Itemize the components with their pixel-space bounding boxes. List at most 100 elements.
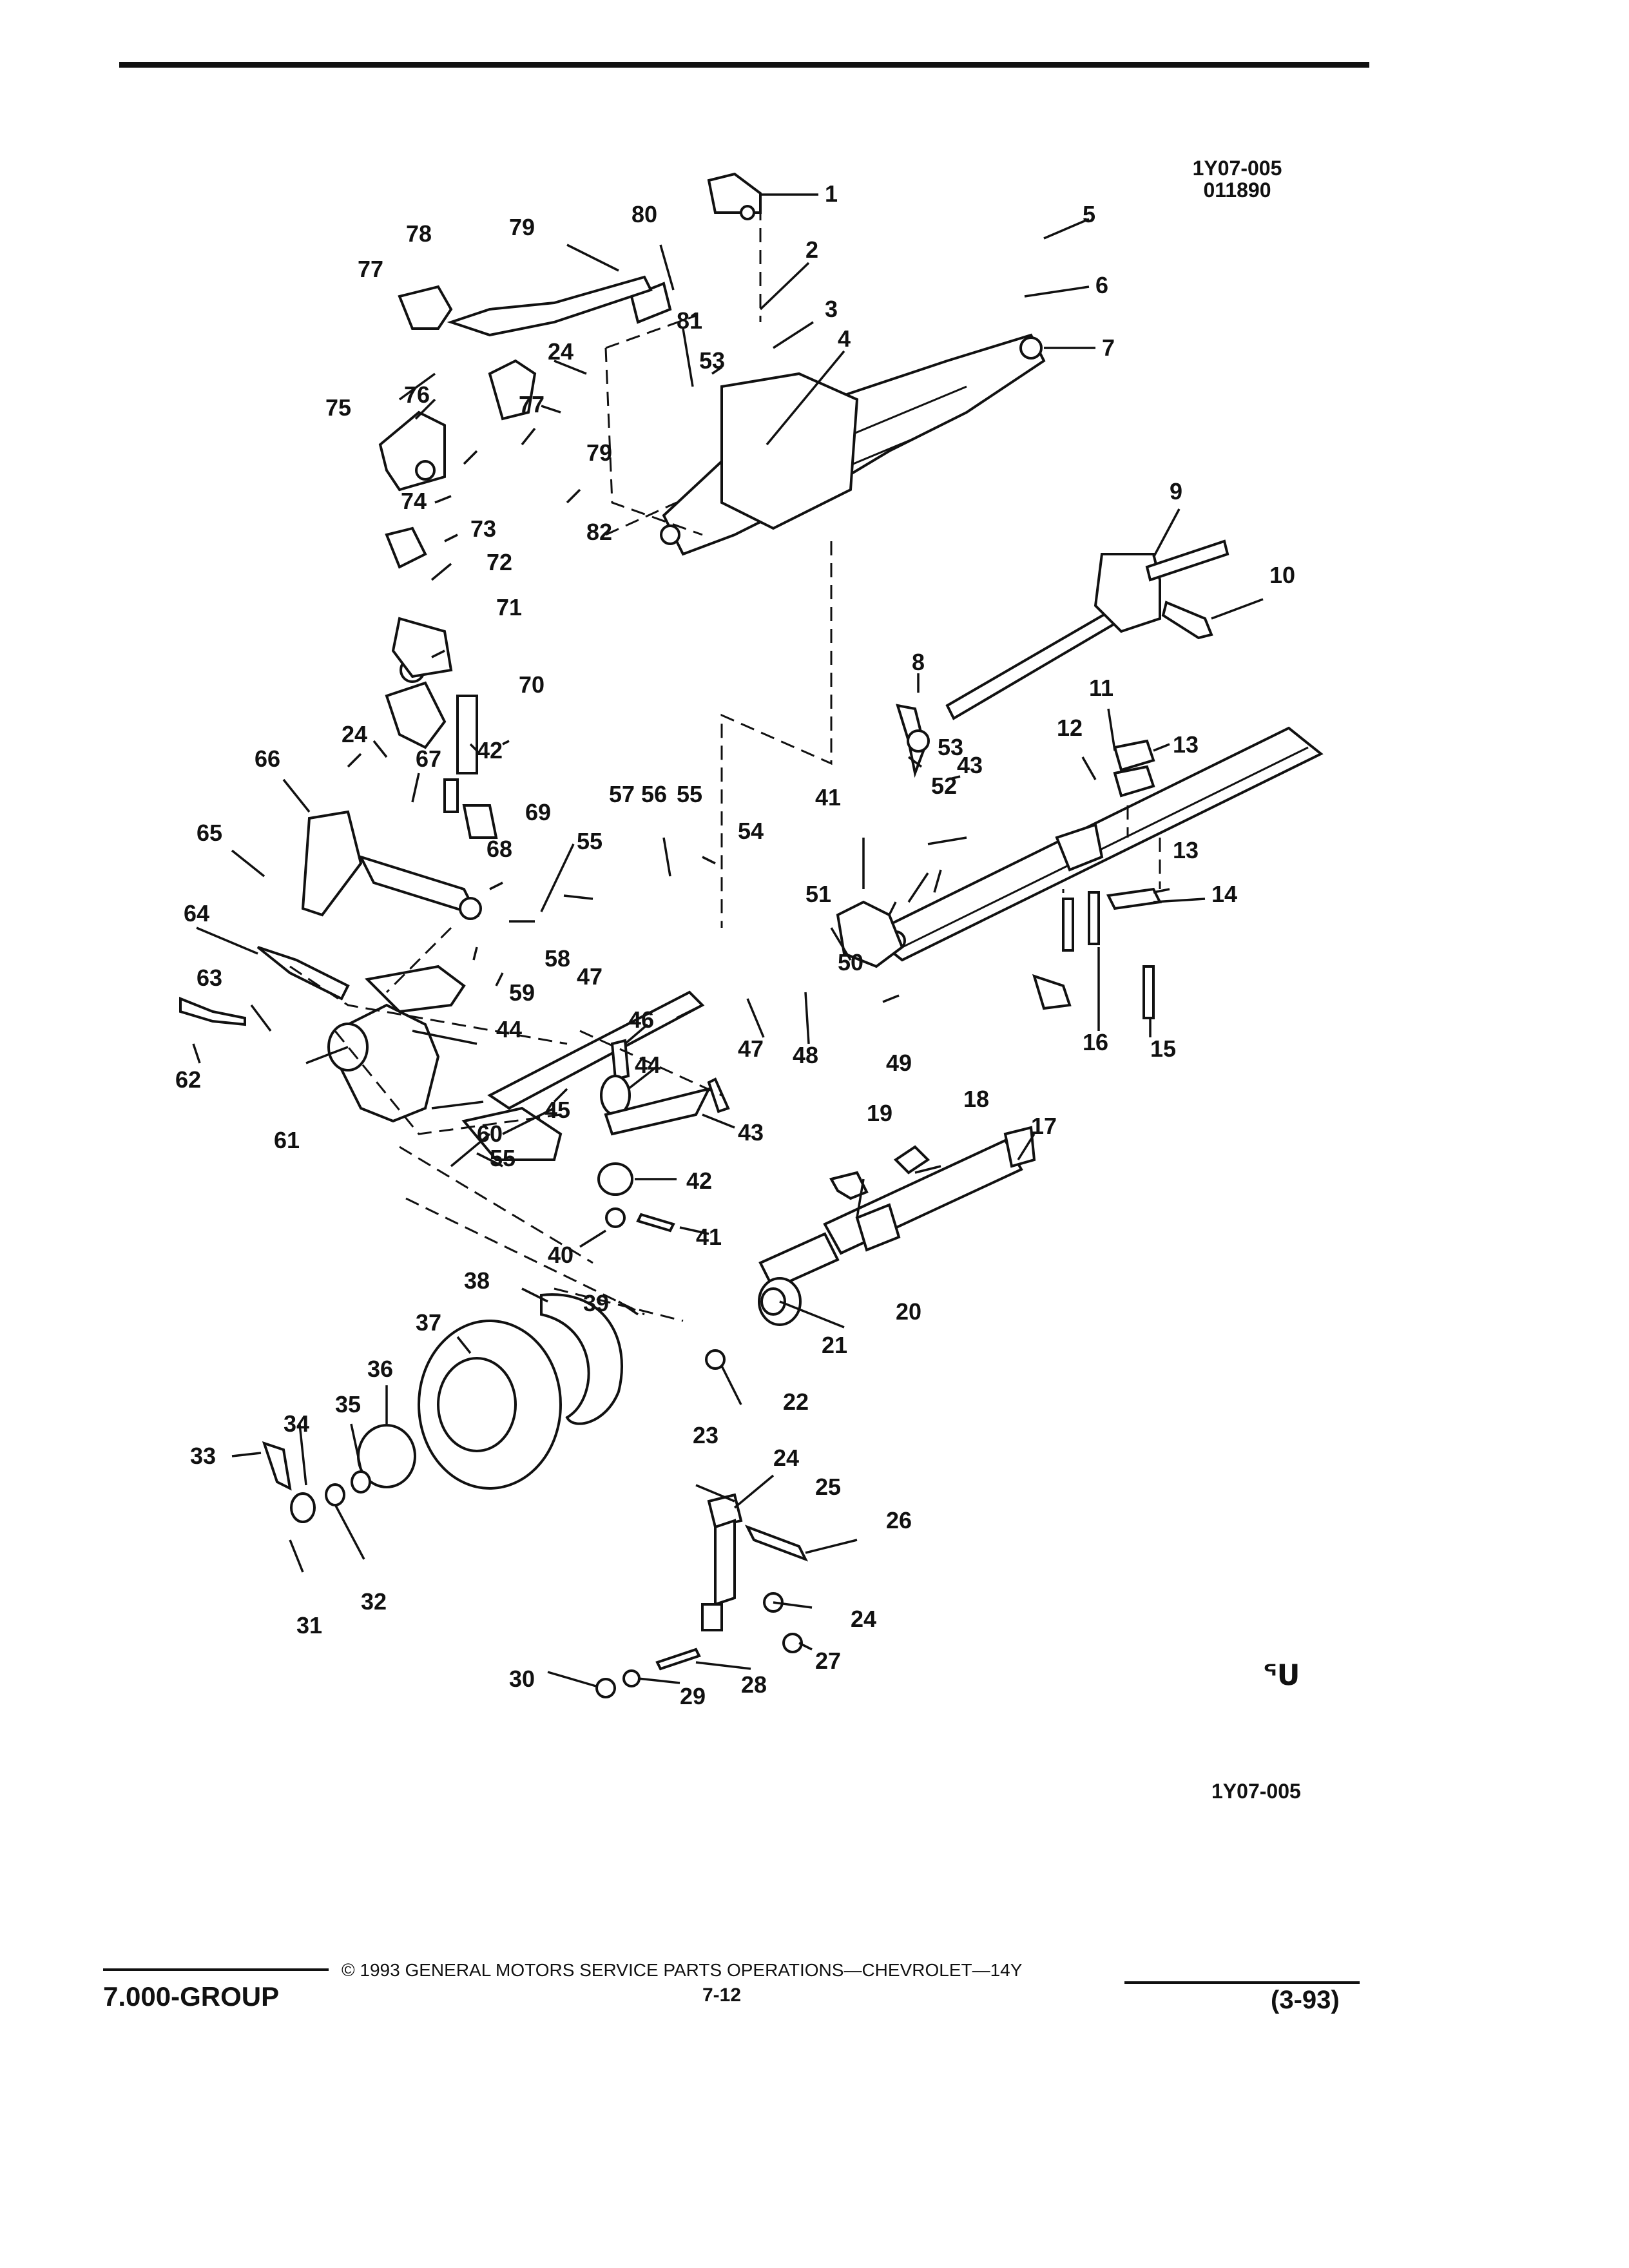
callout-61: 61 xyxy=(274,1127,300,1153)
callout-5: 5 xyxy=(1083,201,1095,227)
callout-12: 12 xyxy=(1057,715,1083,741)
callout-11: 11 xyxy=(1089,675,1113,701)
callout-56: 56 xyxy=(641,781,667,807)
callout-15: 15 xyxy=(1150,1035,1176,1062)
callout-43a: 43 xyxy=(957,752,983,778)
figure-id: 1Y07-005 xyxy=(1192,157,1282,180)
callout-4: 4 xyxy=(838,325,851,352)
callout-24a: 24 xyxy=(342,721,367,747)
callout-48: 48 xyxy=(793,1042,818,1068)
callout-55c: 55 xyxy=(490,1145,516,1171)
crossmember-frame xyxy=(660,333,1046,556)
callout-55b: 55 xyxy=(577,828,602,854)
callout-47b: 47 xyxy=(738,1035,764,1062)
callout-39: 39 xyxy=(583,1290,609,1316)
callout-60: 60 xyxy=(477,1120,503,1147)
callout-45: 45 xyxy=(545,1097,570,1123)
callout-38: 38 xyxy=(464,1267,490,1294)
callout-42a: 42 xyxy=(477,737,503,764)
callout-7: 7 xyxy=(1102,334,1115,361)
callout-26: 26 xyxy=(886,1507,912,1533)
callout-53b: 53 xyxy=(938,734,963,760)
callout-36: 36 xyxy=(367,1356,393,1382)
callout-47a: 47 xyxy=(577,963,602,990)
footer-group: 7.000-GROUP xyxy=(103,1981,280,2012)
header-rule xyxy=(119,62,1369,68)
callout-21: 21 xyxy=(822,1332,847,1358)
steering-knuckle xyxy=(327,965,466,1123)
callout-41a: 41 xyxy=(815,784,841,811)
callout-62: 62 xyxy=(175,1066,201,1093)
callout-22: 22 xyxy=(783,1389,809,1415)
callout-leaders xyxy=(192,193,1264,1687)
callout-63: 63 xyxy=(197,965,222,991)
callout-77b: 77 xyxy=(519,391,545,418)
small-parts-stack xyxy=(597,1039,930,1370)
callout-58: 58 xyxy=(545,945,570,972)
callout-9: 9 xyxy=(1170,478,1182,505)
callout-19: 19 xyxy=(867,1100,892,1126)
callout-42b: 42 xyxy=(686,1168,712,1194)
callout-74: 74 xyxy=(401,488,427,514)
callout-53a: 53 xyxy=(699,347,725,374)
callout-25: 25 xyxy=(815,1474,841,1500)
callout-81: 81 xyxy=(677,307,702,334)
footer-rule-left xyxy=(103,1968,329,1971)
callout-80: 80 xyxy=(631,201,657,227)
callout-3: 3 xyxy=(825,296,838,322)
callout-52: 52 xyxy=(931,773,957,799)
callout-49: 49 xyxy=(886,1050,912,1076)
callout-68: 68 xyxy=(487,836,512,862)
callout-64: 64 xyxy=(184,900,209,927)
callout-78: 78 xyxy=(406,220,432,247)
callout-32: 32 xyxy=(361,1588,387,1615)
callout-14: 14 xyxy=(1211,881,1237,907)
callout-6: 6 xyxy=(1095,272,1108,298)
callout-82: 82 xyxy=(586,519,612,545)
callout-46: 46 xyxy=(628,1006,654,1033)
callout-13b: 13 xyxy=(1173,837,1199,863)
callout-40: 40 xyxy=(548,1242,574,1268)
callout-59: 59 xyxy=(509,979,535,1006)
assembly-dashed-lines xyxy=(289,206,1161,1322)
callout-1: 1 xyxy=(825,180,838,207)
callout-65: 65 xyxy=(197,820,222,846)
callout-10: 10 xyxy=(1269,562,1295,588)
callout-2: 2 xyxy=(805,236,818,263)
callout-50: 50 xyxy=(838,949,863,975)
callout-44a: 44 xyxy=(496,1016,522,1043)
callout-20: 20 xyxy=(896,1298,921,1325)
shock-absorber-horizontal xyxy=(758,1126,1036,1291)
callout-24b: 24 xyxy=(548,338,574,365)
callout-34: 34 xyxy=(284,1410,309,1437)
footer-date: (3-93) xyxy=(1271,1986,1340,2014)
callout-27: 27 xyxy=(815,1648,841,1674)
callout-69: 69 xyxy=(525,799,551,825)
callout-37: 37 xyxy=(416,1309,441,1336)
upper-bracket xyxy=(707,172,762,220)
callout-23: 23 xyxy=(693,1422,718,1448)
callout-75: 75 xyxy=(325,394,351,421)
steering-rod xyxy=(896,539,1229,778)
callout-72: 72 xyxy=(487,549,512,575)
callout-71: 71 xyxy=(496,594,522,620)
callout-79a: 79 xyxy=(509,214,535,240)
callout-33: 33 xyxy=(190,1443,216,1469)
callout-79b: 79 xyxy=(586,439,612,466)
callout-43b: 43 xyxy=(738,1119,764,1146)
callout-54: 54 xyxy=(738,818,764,844)
callout-67: 67 xyxy=(416,745,441,772)
callout-13a: 13 xyxy=(1173,731,1199,758)
spring-hardware xyxy=(1032,739,1162,1019)
callout-29: 29 xyxy=(680,1683,706,1709)
callout-70: 70 xyxy=(519,671,545,698)
callout-57: 57 xyxy=(609,781,635,807)
callout-16: 16 xyxy=(1083,1029,1108,1055)
callout-31: 31 xyxy=(296,1612,322,1639)
callout-51: 51 xyxy=(805,881,831,907)
footer-rule-right xyxy=(1124,1981,1360,1984)
footer-copyright: © 1993 GENERAL MOTORS SERVICE PARTS OPER… xyxy=(342,1960,1023,1980)
callout-28: 28 xyxy=(741,1671,767,1698)
